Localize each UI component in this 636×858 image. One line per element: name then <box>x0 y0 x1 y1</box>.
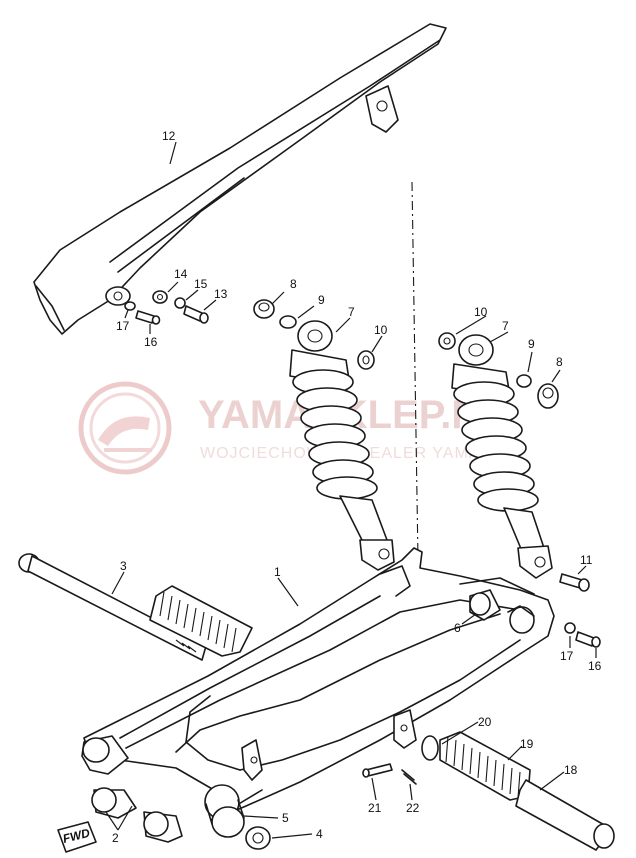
leader-lines <box>105 141 597 839</box>
cap-nut-8-right <box>537 383 559 409</box>
washer-15 <box>174 297 186 309</box>
cap-nut-8-left <box>253 299 275 319</box>
callout-16-upper: 16 <box>144 335 158 349</box>
footrest-rubber-right <box>439 731 531 801</box>
callout-20: 20 <box>478 715 492 729</box>
pin-21 <box>362 763 393 778</box>
callouts: 12 14 15 13 17 16 8 9 7 10 10 7 9 8 11 3… <box>112 129 602 845</box>
callout-3: 3 <box>120 559 127 573</box>
callout-11: 11 <box>580 553 593 567</box>
rear-shock-left <box>289 320 395 571</box>
bushing-6 <box>469 589 535 634</box>
callout-13: 13 <box>214 287 228 301</box>
footrest-bracket-20 <box>393 709 439 761</box>
bolt-16-lower <box>575 631 601 648</box>
washer-17-lower <box>564 622 576 634</box>
bushing-2-lower <box>91 787 137 819</box>
callout-10-right: 10 <box>474 305 488 319</box>
bolt-14 <box>152 290 168 304</box>
watermark: YAMASKLEP.PL WOJCIECHOWSKI DEALER YAMAHA <box>78 381 504 475</box>
footrest-bar-18 <box>515 779 615 851</box>
callout-7-left: 7 <box>348 305 355 319</box>
centerline <box>411 181 419 561</box>
callout-19: 19 <box>520 737 534 751</box>
nut-4 <box>245 826 271 850</box>
bolt-11 <box>559 573 590 592</box>
callout-17-lower: 17 <box>560 649 574 663</box>
bolt-13 <box>183 305 209 324</box>
callout-9-right: 9 <box>528 337 535 351</box>
callout-1: 1 <box>274 565 281 579</box>
callout-12: 12 <box>162 129 176 143</box>
pivot-shaft <box>18 553 207 661</box>
footrest-rubber-left <box>149 585 253 657</box>
swing-arm <box>83 547 555 813</box>
callout-17-upper: 17 <box>116 319 130 333</box>
fwd-label: FWD <box>61 826 91 846</box>
callout-8-right: 8 <box>556 355 563 369</box>
callout-10-left: 10 <box>374 323 388 337</box>
watermark-logo <box>78 381 172 475</box>
shock-spring-right <box>453 381 539 512</box>
cotter-pin-22 <box>401 769 417 785</box>
callout-5: 5 <box>282 811 289 825</box>
callout-9-left: 9 <box>318 293 325 307</box>
washer-17-upper <box>124 301 136 311</box>
callout-4: 4 <box>316 827 323 841</box>
shock-spring-left <box>292 369 378 500</box>
chain-case <box>33 23 447 335</box>
bushing-10-left <box>357 350 375 370</box>
rear-shock-right <box>451 334 553 579</box>
callout-14: 14 <box>174 267 188 281</box>
callout-22: 22 <box>406 801 420 815</box>
callout-6: 6 <box>454 621 461 635</box>
fwd-indicator: FWD <box>57 821 97 853</box>
collar-5 <box>204 784 245 838</box>
bushing-2-upper <box>81 735 129 775</box>
callout-2: 2 <box>112 831 119 845</box>
bolt-16-upper <box>135 310 161 325</box>
callout-8-left: 8 <box>290 277 297 291</box>
bushing-2-lower-b <box>143 811 183 843</box>
bushing-10-right <box>438 332 456 350</box>
washer-9-right <box>516 374 532 388</box>
callout-21: 21 <box>368 801 382 815</box>
callout-15: 15 <box>194 277 208 291</box>
callout-7-right: 7 <box>502 319 509 333</box>
washer-9-left <box>279 315 297 329</box>
callout-16-lower: 16 <box>588 659 602 673</box>
callout-18: 18 <box>564 763 578 777</box>
